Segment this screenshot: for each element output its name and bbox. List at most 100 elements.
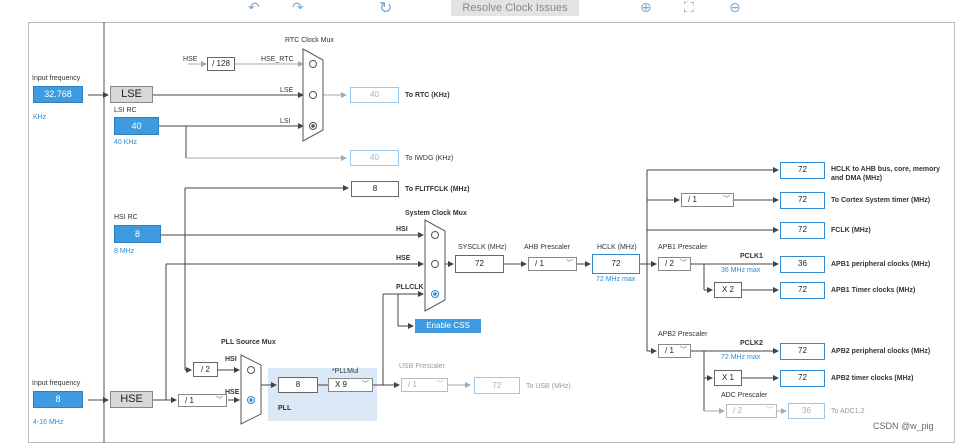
iwdg-output-value: 40 [350,150,399,166]
ahb-prescaler-select[interactable]: / 1﹀ [528,257,577,271]
apb2-prescaler-label: APB2 Prescaler [658,331,708,338]
chevron-down-icon: ﹀ [566,260,573,267]
apb2-timer-label: APB2 timer clocks (MHz) [831,375,914,382]
sysclk-label: SYSCLK (MHz) [458,244,507,251]
lse-frequency-input[interactable]: 32.768 [33,86,83,103]
hse-input-label: HSE [183,56,198,63]
apb2-timer-output[interactable]: 72 [780,370,825,387]
sysclk-value: 72 [455,255,504,273]
fclk-label: FCLK (MHz) [831,227,871,234]
redo-icon[interactable]: ↷ [292,0,304,16]
pll-label: PLL [278,405,292,412]
usb-prescaler-label: USB Prescaler [399,363,445,370]
to-iwdg-label: To IWDG (KHz) [405,155,454,162]
hclk-label: HCLK (MHz) [597,244,637,251]
pclk2-label: PCLK2 [740,340,763,347]
to-rtc-label: To RTC (KHz) [405,92,450,99]
hse-range-label: 4-16 MHz [33,419,64,426]
rtc-mux-lsi-label: LSI [280,118,291,125]
clock-configuration-canvas: Input frequency 32.768 KHz LSE LSI RC 40… [28,22,955,443]
usb-output-value: 72 [474,377,520,394]
hsi-rc-label: HSI RC [114,214,138,221]
pll-mux-hse-label: HSE [225,389,240,396]
to-usb-label: To USB (MHz) [526,383,571,390]
apb1-timer-output[interactable]: 72 [780,282,825,299]
systimer-divider-select[interactable]: / 1﹀ [681,193,734,207]
lsi-rc-value: 40 [114,117,159,135]
apb2-timer-mult: X 1 [714,370,742,386]
khz-unit-label: KHz [33,114,47,121]
hclk-max-label: 72 MHz max [596,276,636,283]
apb2-peripheral-output[interactable]: 72 [780,343,825,360]
sys-mux-pllclk-label: PLLCLK [396,284,424,291]
chevron-down-icon: ﹀ [216,397,223,404]
input-frequency-label-top: Input frequency [32,75,81,82]
refresh-icon[interactable]: ↻ [379,0,393,17]
apb2-peripheral-label: APB2 peripheral clocks (MHz) [831,348,931,355]
enable-css-button[interactable]: Enable CSS [415,319,481,333]
hclk-value[interactable]: 72 [592,254,640,274]
flitfclk-output-value: 8 [351,181,399,197]
lsi-khz-label: 40 KHz [114,139,137,146]
fit-icon[interactable]: ⛶ [684,0,694,16]
chevron-down-icon: ﹀ [362,381,369,388]
hse-prediv-select[interactable]: / 1﹀ [178,394,227,407]
adc-output: 36 [788,403,825,419]
input-frequency-label-bottom: Input frequency [32,380,81,387]
system-clock-mux-label: System Clock Mux [405,210,467,217]
undo-icon[interactable]: ↶ [248,0,260,16]
apb1-peripheral-label: APB1 peripheral clocks (MHz) [831,261,931,268]
adc-prescaler-select[interactable]: / 2﹀ [726,404,777,418]
zoom-in-icon[interactable]: ⊕ [640,0,652,16]
pll-input-value: 8 [278,377,318,393]
rtc-mux-lse-label: LSE [280,87,294,94]
hse-rtc-label: HSE_RTC [261,56,294,63]
resolve-clock-issues-button[interactable]: Resolve Clock Issues [451,0,579,16]
apb2-prescaler-select[interactable]: / 1﹀ [658,344,691,358]
adc-prescaler-label: ADC Prescaler [721,392,768,399]
hsi-rc-value: 8 [114,225,161,243]
pclk1-label: PCLK1 [740,253,763,260]
rtc-output-value: 40 [350,87,399,103]
chevron-down-icon: ﹀ [766,407,773,414]
sys-mux-hse-label: HSE [396,255,411,262]
ahb-prescaler-label: AHB Prescaler [524,244,570,251]
systimer-output[interactable]: 72 [780,192,825,209]
hse-frequency-input[interactable]: 8 [33,391,83,408]
chevron-down-icon: ﹀ [437,381,444,388]
hse-block[interactable]: HSE [110,391,153,408]
clock-tree-lines [28,22,955,443]
chevron-down-icon: ﹀ [680,347,687,354]
pllmul-select[interactable]: X 9﹀ [328,378,373,392]
hsi-div2-block: / 2 [193,362,218,377]
apb1-peripheral-output[interactable]: 36 [780,256,825,273]
watermark: CSDN @w_pig [873,421,934,431]
to-flitfclk-label: To FLITFCLK (MHz) [405,186,470,193]
apb1-timer-label: APB1 Timer clocks (MHz) [831,287,916,294]
pll-region [268,368,377,421]
systimer-label: To Cortex System timer (MHz) [831,197,931,204]
pll-mux-hsi-label: HSI [225,356,237,363]
to-adc-label: To ADC1,2 [831,408,865,415]
hse-div128-block: / 128 [207,57,235,71]
apb1-prescaler-label: APB1 Prescaler [658,244,708,251]
hsi-mhz-label: 8 MHz [114,248,135,255]
usb-prescaler-select[interactable]: / 1﹀ [401,378,448,392]
sys-mux-hsi-label: HSI [396,226,408,233]
apb1-prescaler-select[interactable]: / 2﹀ [658,257,691,271]
lse-block[interactable]: LSE [110,86,153,103]
zoom-out-icon[interactable]: ⊖ [729,0,741,16]
lsi-rc-label: LSI RC [114,107,137,114]
hclk-ahb-label: HCLK to AHB bus, core, memory and DMA (M… [831,166,941,182]
pll-source-mux-label: PLL Source Mux [221,339,276,346]
pclk1-max-label: 36 MHz max [721,267,761,274]
toolbar: ↶ ↷ ↻ Resolve Clock Issues ⊕ ⛶ ⊖ [0,0,955,20]
apb1-timer-mult: X 2 [714,282,742,298]
rtc-clock-mux-label: RTC Clock Mux [285,37,334,44]
chevron-down-icon: ﹀ [723,196,730,203]
pllmul-label: *PLLMul [332,368,359,375]
fclk-output[interactable]: 72 [780,222,825,239]
chevron-down-icon: ﹀ [680,260,687,267]
pclk2-max-label: 72 MHz max [721,354,761,361]
hclk-ahb-output[interactable]: 72 [780,162,825,179]
